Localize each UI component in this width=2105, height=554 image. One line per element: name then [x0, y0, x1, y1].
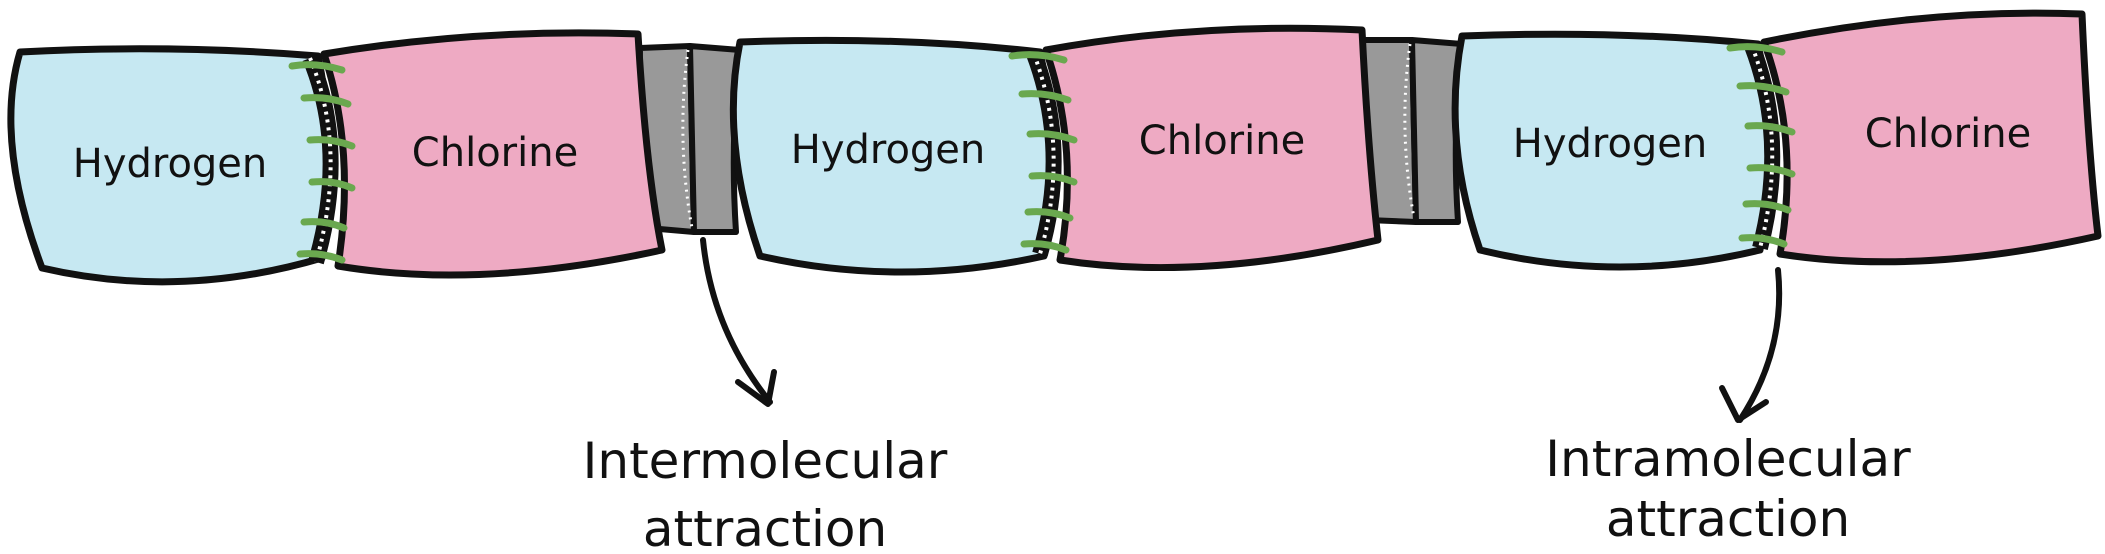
arrow-intermolecular [700, 237, 777, 407]
molecule-1: Hydrogen Chlorine [7, 29, 666, 286]
molecule-3: Hydrogen Chlorine [1451, 9, 2102, 271]
covalent-bond-stitches-2 [1008, 51, 1078, 254]
chlorine-atom-1 [320, 29, 666, 279]
intermolecular-caption-line2: attraction [643, 500, 887, 554]
intramolecular-caption-line1: Intramolecular [1545, 430, 1911, 488]
hydrogen-atom-3 [1451, 30, 1773, 271]
chlorine-atom-2 [1042, 24, 1382, 272]
intramolecular-caption-line2: attraction [1606, 490, 1850, 548]
hydrogen-label-3: Hydrogen [1513, 121, 1708, 167]
chlorine-atom-3 [1760, 9, 2102, 266]
hydrogen-label-1: Hydrogen [73, 141, 268, 187]
molecule-2: Hydrogen Chlorine [729, 24, 1382, 276]
covalent-bond-stitches-1 [288, 61, 356, 264]
arrow-intramolecular [1719, 267, 1783, 423]
intermolecular-caption-line1: Intermolecular [583, 432, 948, 490]
hydrogen-label-2: Hydrogen [791, 127, 986, 173]
chlorine-label-3: Chlorine [1865, 111, 2031, 157]
covalent-bond-stitches-3 [1726, 43, 1796, 248]
chlorine-label-1: Chlorine [412, 130, 578, 176]
hydrogen-atom-2 [729, 36, 1056, 276]
chlorine-label-2: Chlorine [1139, 118, 1305, 164]
